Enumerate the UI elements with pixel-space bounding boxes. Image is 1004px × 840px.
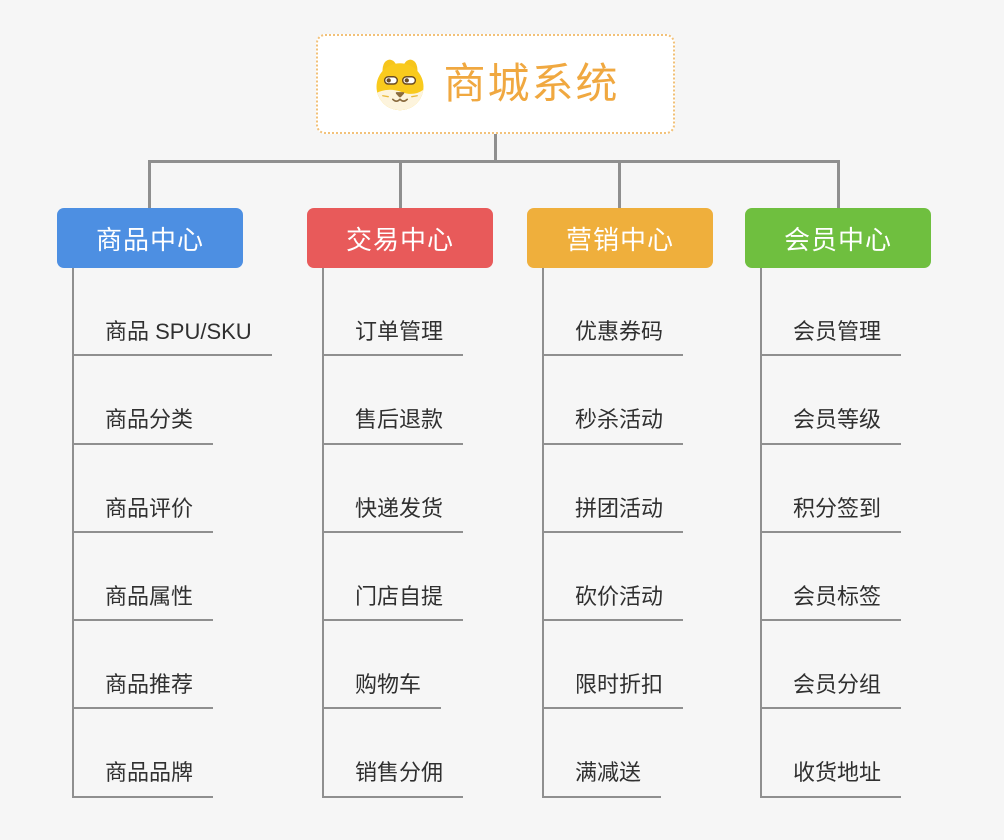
- leaf-row: 限时折扣: [527, 621, 777, 710]
- leaf-node[interactable]: 限时折扣: [542, 672, 684, 710]
- leaf-node[interactable]: 商品属性: [72, 584, 214, 622]
- leaf-row: 购物车: [307, 621, 557, 710]
- branch-member-center: 会员中心 会员管理 会员等级 积分签到 会员标签 会员分组 收货地址: [745, 208, 995, 798]
- leaf-row: 商品评价: [57, 445, 307, 533]
- leaf-node[interactable]: 销售分佣: [322, 760, 464, 798]
- branch-header-trade-center[interactable]: 交易中心: [307, 208, 493, 268]
- leaf-row: 积分签到: [745, 445, 995, 533]
- leaf-node[interactable]: 商品 SPU/SKU: [72, 319, 272, 357]
- leaf-node[interactable]: 拼团活动: [542, 496, 684, 533]
- branch-trunk-line: [760, 268, 762, 798]
- leaf-node[interactable]: 秒杀活动: [542, 407, 684, 445]
- leaf-node[interactable]: 商品分类: [72, 407, 214, 445]
- leaf-row: 拼团活动: [527, 445, 777, 533]
- dog-face-icon: [371, 56, 429, 112]
- connector-horizontal: [148, 160, 840, 163]
- leaf-node[interactable]: 会员标签: [760, 584, 902, 622]
- branch-header-marketing-center[interactable]: 营销中心: [527, 208, 713, 268]
- leaf-row: 门店自提: [307, 533, 557, 622]
- leaf-node[interactable]: 售后退款: [322, 407, 464, 445]
- connector-drop-3: [618, 160, 621, 208]
- leaf-node[interactable]: 满减送: [542, 760, 662, 798]
- leaf-row: 收货地址: [745, 709, 995, 798]
- leaf-row: 销售分佣: [307, 709, 557, 798]
- branch-trade-center: 交易中心 订单管理 售后退款 快递发货 门店自提 购物车 销售分佣: [307, 208, 557, 798]
- leaf-row: 售后退款: [307, 356, 557, 445]
- connector-drop-2: [399, 160, 402, 208]
- leaf-node[interactable]: 会员管理: [760, 319, 902, 357]
- leaf-row: 砍价活动: [527, 533, 777, 622]
- branch-product-center: 商品中心 商品 SPU/SKU 商品分类 商品评价 商品属性 商品推荐 商品品牌: [57, 208, 307, 798]
- leaf-row: 会员标签: [745, 533, 995, 622]
- leaf-row: 商品属性: [57, 533, 307, 622]
- leaf-row: 快递发货: [307, 445, 557, 533]
- branch-header-member-center[interactable]: 会员中心: [745, 208, 931, 268]
- connector-drop-1: [148, 160, 151, 208]
- leaf-row: 秒杀活动: [527, 356, 777, 445]
- leaf-node[interactable]: 商品推荐: [72, 672, 214, 710]
- leaf-node[interactable]: 商品品牌: [72, 760, 214, 798]
- leaf-row: 会员等级: [745, 356, 995, 445]
- root-node[interactable]: 商城系统: [316, 34, 675, 134]
- leaf-node[interactable]: 砍价活动: [542, 584, 684, 622]
- leaf-node[interactable]: 门店自提: [322, 584, 464, 622]
- leaf-row: 会员分组: [745, 621, 995, 710]
- leaf-node[interactable]: 快递发货: [322, 496, 464, 533]
- leaf-node[interactable]: 购物车: [322, 672, 442, 710]
- leaf-row: 商品品牌: [57, 709, 307, 798]
- branch-header-product-center[interactable]: 商品中心: [57, 208, 243, 268]
- leaf-node[interactable]: 商品评价: [72, 496, 214, 533]
- leaf-node[interactable]: 积分签到: [760, 496, 902, 533]
- leaf-node[interactable]: 会员分组: [760, 672, 902, 710]
- leaf-row: 优惠券码: [527, 268, 777, 357]
- leaf-node[interactable]: 收货地址: [760, 760, 902, 798]
- leaf-row: 会员管理: [745, 268, 995, 357]
- root-title: 商城系统: [443, 60, 620, 107]
- branch-trunk-line: [322, 268, 324, 798]
- leaf-node[interactable]: 会员等级: [760, 407, 902, 445]
- leaf-row: 订单管理: [307, 268, 557, 357]
- leaf-row: 商品推荐: [57, 621, 307, 710]
- leaf-row: 商品分类: [57, 356, 307, 445]
- leaf-node[interactable]: 优惠券码: [542, 319, 684, 357]
- branch-trunk-line: [72, 268, 74, 798]
- connector-drop-4: [837, 160, 840, 208]
- branch-marketing-center: 营销中心 优惠券码 秒杀活动 拼团活动 砍价活动 限时折扣 满减送: [527, 208, 777, 798]
- connector-root-stem: [494, 134, 497, 162]
- leaf-node[interactable]: 订单管理: [322, 319, 464, 357]
- branch-trunk-line: [542, 268, 544, 798]
- leaf-row: 满减送: [527, 709, 777, 798]
- leaf-row: 商品 SPU/SKU: [57, 268, 307, 357]
